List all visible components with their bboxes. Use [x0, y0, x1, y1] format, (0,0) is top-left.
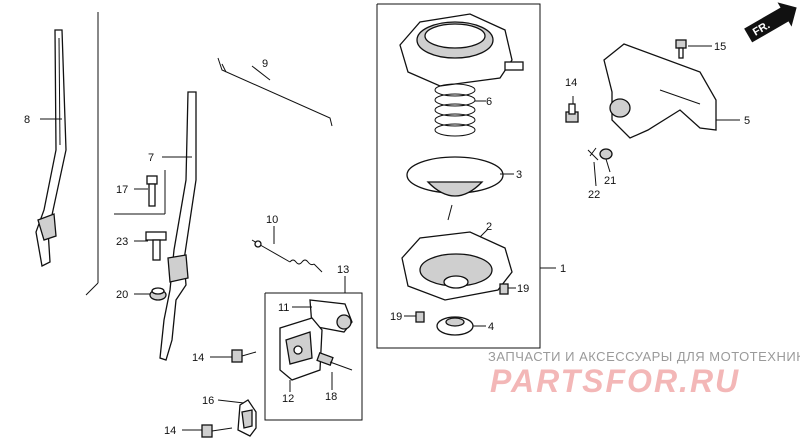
part-21-washer: [599, 148, 613, 160]
label-11: 11: [278, 302, 289, 314]
label-21: 21: [604, 175, 616, 187]
part-9-wire: [217, 57, 333, 127]
label-14-bottom: 14: [164, 425, 176, 437]
part-6-spring: [434, 83, 476, 137]
label-5: 5: [744, 115, 750, 127]
label-14-upper: 14: [565, 77, 577, 89]
part-15-bolt: [675, 39, 687, 59]
part-1-frame: [376, 3, 541, 349]
label-1: 1: [560, 263, 566, 275]
part-22-pin: [587, 147, 599, 161]
part-12-block: [279, 317, 323, 381]
part-17-bolt: [114, 170, 166, 215]
part-2-base: [401, 231, 513, 301]
label-19-left: 19: [390, 311, 402, 323]
label-19-right: 19: [517, 283, 529, 295]
part-19-screw-left: [415, 311, 425, 323]
left-frame-line: [85, 12, 99, 296]
part-18-screw: [316, 352, 353, 371]
part-5-bracket: [603, 43, 717, 139]
part-20-grommet: [149, 287, 167, 301]
housing-cover: [399, 13, 524, 87]
label-12: 12: [282, 393, 294, 405]
part-3-diaphragm: [406, 156, 504, 221]
label-8: 8: [24, 114, 30, 126]
label-20: 20: [116, 289, 128, 301]
label-6: 6: [486, 96, 492, 108]
label-18: 18: [325, 391, 337, 403]
part-14-bolt-mid: [231, 349, 257, 363]
part-7-rod: [159, 91, 197, 361]
part-19-screw-right: [499, 283, 509, 295]
label-17: 17: [116, 184, 128, 196]
label-2: 2: [486, 221, 492, 233]
leader-lines: [40, 45, 740, 431]
watermark-brand: PARTSFOR.RU: [490, 363, 740, 399]
front-direction-arrow: FR.: [744, 2, 797, 43]
watermark-tagline: ЗАПЧАСТИ И АКСЕССУАРЫ ДЛЯ МОТОТЕХНИКИ: [488, 349, 800, 364]
part-16-clamp: [237, 399, 257, 437]
part-4-cap: [436, 316, 474, 336]
label-3: 3: [516, 169, 522, 181]
label-16: 16: [202, 395, 214, 407]
label-13: 13: [337, 264, 349, 276]
label-10: 10: [266, 214, 278, 226]
label-15: 15: [714, 41, 726, 53]
label-14-mid: 14: [192, 352, 204, 364]
label-7: 7: [148, 152, 154, 164]
label-22: 22: [588, 189, 600, 201]
label-9: 9: [262, 58, 268, 70]
label-4: 4: [488, 321, 494, 333]
label-23: 23: [116, 236, 128, 248]
part-10-spring: [251, 239, 323, 273]
part-13-frame: [264, 292, 363, 421]
part-14-bolt-bottom: [201, 424, 233, 438]
part-8-bracket: [35, 29, 67, 267]
part-14-bolt-upper: [565, 103, 579, 123]
part-23-bolt: [145, 231, 167, 261]
